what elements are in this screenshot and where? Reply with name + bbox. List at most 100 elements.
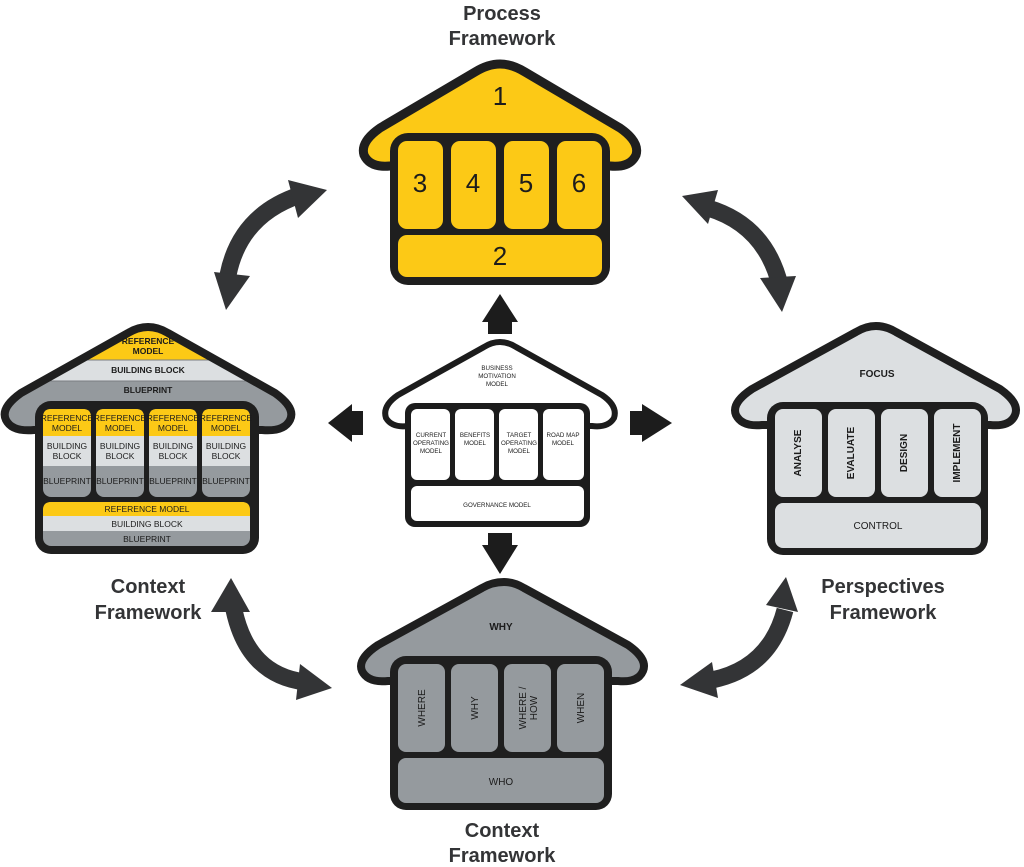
pillar-label: BUILDING bbox=[47, 441, 87, 451]
pillar-benefits-model bbox=[455, 409, 494, 480]
pillar-label: DESIGN bbox=[899, 434, 910, 472]
left-pillars bbox=[43, 409, 250, 497]
pillar-where-how bbox=[504, 664, 551, 752]
perspectives-framework-title: Framework bbox=[830, 602, 938, 624]
curved-arrow-top-left bbox=[214, 180, 327, 310]
roof-layer-label: REFERENCE bbox=[122, 336, 175, 346]
arrowhead-icon bbox=[214, 272, 250, 310]
pillar-label: MODEL bbox=[508, 448, 531, 455]
pillar-label: BUILDING bbox=[153, 441, 193, 451]
pillar-label: REFERENCE bbox=[200, 413, 253, 423]
base-governance-model bbox=[411, 486, 584, 521]
process-framework-title: Process bbox=[463, 3, 541, 25]
arrowhead-icon bbox=[766, 577, 798, 612]
pillar-label: BUILDING bbox=[206, 441, 246, 451]
pillar-label: BUILDING bbox=[100, 441, 140, 451]
perspectives-framework-house: FOCUS ANALYSE EVALUATE DESIGN IMPLEMENT … bbox=[731, 321, 1020, 555]
base-2 bbox=[398, 235, 602, 277]
left-framework-title: Context bbox=[111, 576, 186, 598]
pillar-implement bbox=[934, 409, 981, 497]
pillar-label: MODEL bbox=[420, 448, 443, 455]
curved-arrow-top-right bbox=[682, 190, 796, 312]
roof-layer-label: BLUEPRINT bbox=[124, 385, 173, 395]
context-framework-house: WHY WHERE WHY WHERE / HOW WHEN WHO bbox=[357, 577, 648, 810]
pillar-label: 5 bbox=[519, 168, 533, 198]
pillar-label: BLUEPRINT bbox=[202, 476, 250, 486]
arrow-down-icon bbox=[482, 533, 518, 574]
pillar-label: BLUEPRINT bbox=[43, 476, 91, 486]
pillar-label: REFERENCE bbox=[41, 413, 94, 423]
pillar-label: ANALYSE bbox=[793, 429, 804, 476]
arrowhead-icon bbox=[288, 180, 327, 218]
pillar-label: MODEL bbox=[105, 423, 136, 433]
pillar-evaluate bbox=[828, 409, 875, 497]
pillar-3 bbox=[398, 141, 443, 229]
pillar-label: TARGET bbox=[507, 432, 532, 439]
roof-layer-label: BUILDING BLOCK bbox=[111, 365, 186, 375]
roof-layer-label: MODEL bbox=[133, 346, 164, 356]
context-framework-title: Framework bbox=[449, 845, 557, 867]
process-framework-title: Framework bbox=[449, 28, 557, 50]
base-label: CONTROL bbox=[854, 521, 903, 532]
pillar-label: REFERENCE bbox=[147, 413, 200, 423]
pillar-label: 3 bbox=[413, 168, 427, 198]
pillar-label: WHERE bbox=[417, 689, 428, 727]
left-framework-title: Framework bbox=[95, 602, 203, 624]
pillar-label: MODEL bbox=[464, 440, 487, 447]
pillar-label: 4 bbox=[466, 168, 480, 198]
base-label: GOVERNANCE MODEL bbox=[463, 502, 531, 509]
base-control bbox=[775, 503, 981, 548]
pillar-6 bbox=[557, 141, 602, 229]
pillar-target-operating-model bbox=[499, 409, 538, 480]
pillar-label: BLOCK bbox=[53, 451, 82, 461]
pillar-label: BENEFITS bbox=[460, 432, 490, 439]
pillar-label: BLOCK bbox=[159, 451, 188, 461]
roof-label: 1 bbox=[493, 81, 507, 111]
pillar-label: REFERENCE bbox=[94, 413, 147, 423]
pillar-when bbox=[557, 664, 604, 752]
curved-arrow-bottom-right bbox=[680, 577, 798, 698]
pillar-label: BLOCK bbox=[212, 451, 241, 461]
arrowhead-icon bbox=[680, 662, 718, 698]
pillar-label: MODEL bbox=[158, 423, 189, 433]
pillar-label: EVALUATE bbox=[846, 426, 857, 479]
perspectives-framework-title: Perspectives bbox=[821, 576, 944, 598]
base-layer-label: BUILDING BLOCK bbox=[111, 519, 183, 529]
arrow-left-icon bbox=[328, 404, 363, 442]
pillar-4 bbox=[451, 141, 496, 229]
roof-label: MOTIVATION bbox=[478, 373, 516, 380]
base-who bbox=[398, 758, 604, 803]
pillar-label: IMPLEMENT bbox=[952, 424, 963, 483]
roof-label: MODEL bbox=[486, 381, 509, 388]
base-layer-label: BLUEPRINT bbox=[123, 534, 171, 544]
pillar-design bbox=[881, 409, 928, 497]
arrow-right-icon bbox=[630, 404, 672, 442]
arrowhead-icon bbox=[682, 190, 718, 224]
arrowhead-icon bbox=[296, 664, 332, 700]
pillar-label: ROAD MAP bbox=[546, 432, 579, 439]
pillar-label: BLUEPRINT bbox=[149, 476, 197, 486]
pillar-road-map-model bbox=[543, 409, 584, 480]
roof-label: WHY bbox=[489, 622, 513, 633]
pillar-label: MODEL bbox=[211, 423, 242, 433]
arrow-up-icon bbox=[482, 294, 518, 334]
arrowhead-icon bbox=[760, 276, 796, 312]
pillar-5 bbox=[504, 141, 549, 229]
base-layer-label: REFERENCE MODEL bbox=[104, 504, 189, 514]
pillar-label: MODEL bbox=[52, 423, 83, 433]
pillar-where bbox=[398, 664, 445, 752]
roof-label: BUSINESS bbox=[481, 365, 512, 372]
context-framework-title: Context bbox=[465, 820, 540, 842]
roof-label: FOCUS bbox=[860, 369, 895, 380]
pillar-label: WHEN bbox=[576, 693, 587, 724]
pillar-label: WHY bbox=[470, 696, 481, 720]
pillar-label: 6 bbox=[572, 168, 586, 198]
pillar-label: BLOCK bbox=[106, 451, 135, 461]
process-framework-house: 1 3 4 5 6 2 bbox=[358, 59, 642, 285]
base-label: WHO bbox=[489, 777, 514, 788]
left-framework-house: REFERENCE MODEL BUILDING BLOCK BLUEPRINT… bbox=[0, 322, 296, 554]
pillar-label: OPERATING bbox=[413, 440, 449, 447]
base-label: 2 bbox=[493, 241, 507, 271]
central-model-house: BUSINESS MOTIVATION MODEL CURRENT OPERAT… bbox=[382, 338, 618, 527]
